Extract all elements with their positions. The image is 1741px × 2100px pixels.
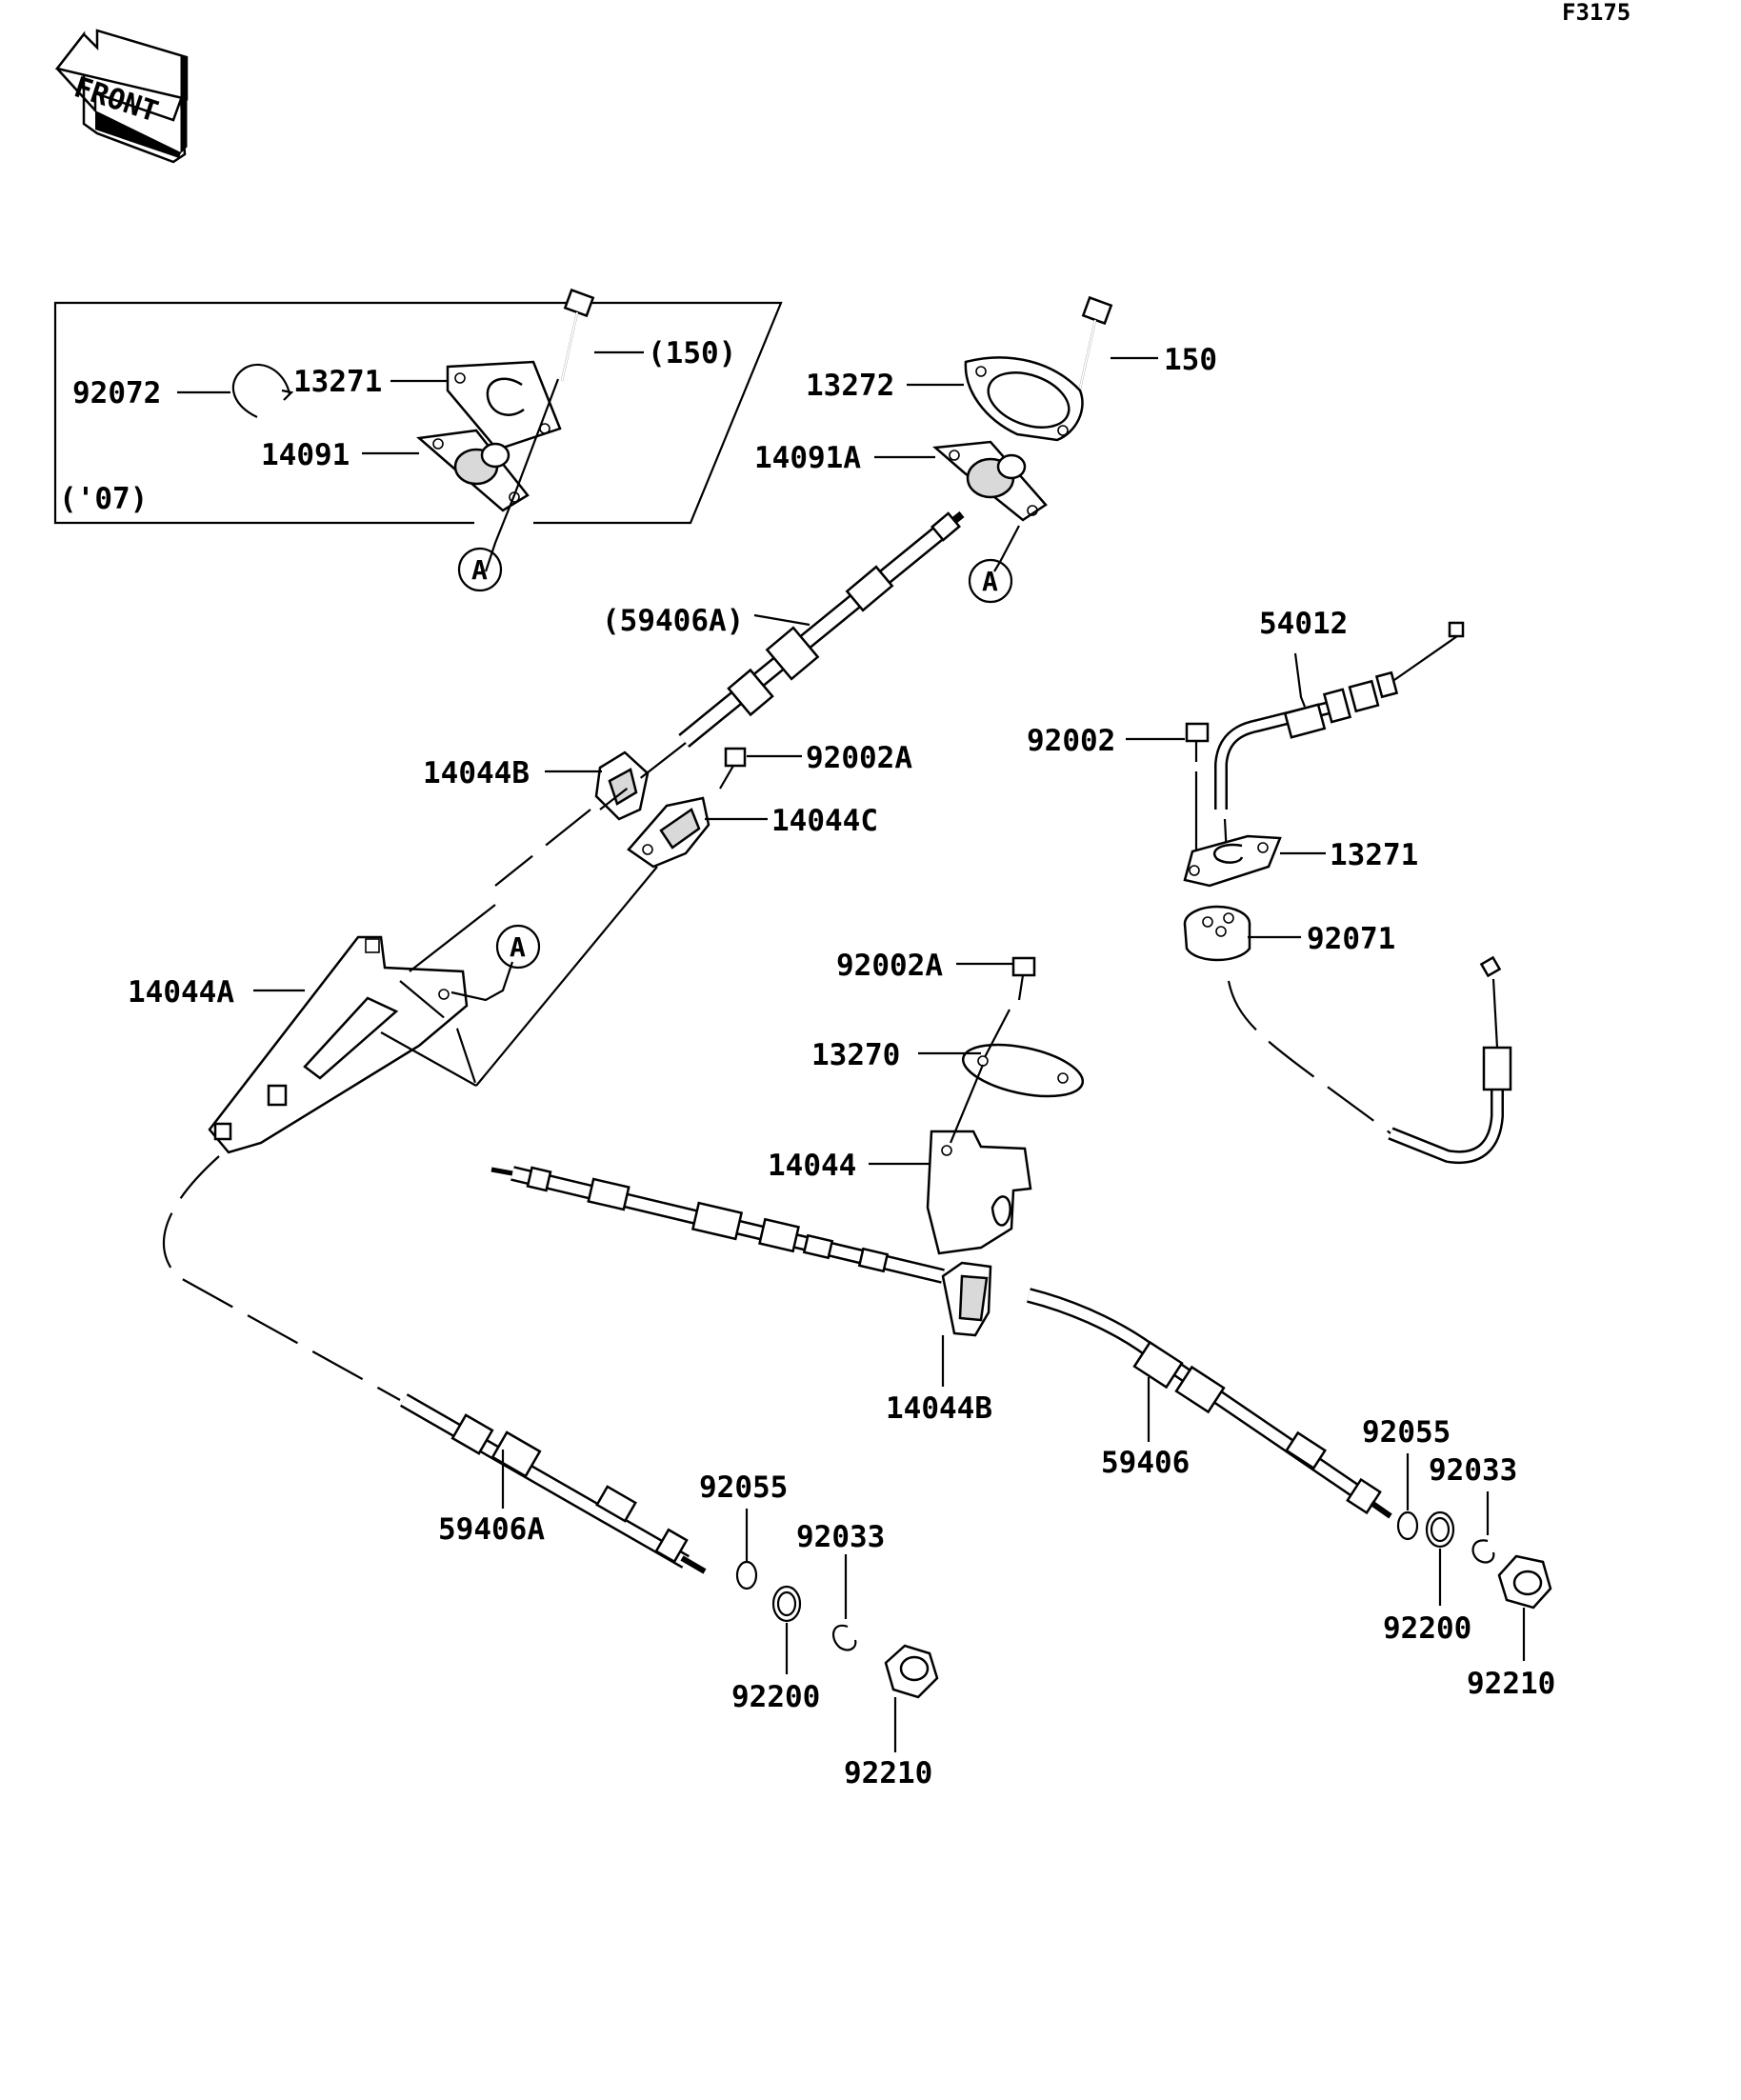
nut-92210-left-icon [884, 1644, 939, 1699]
washer-92200-left-icon [771, 1585, 802, 1623]
label-14044A: 14044A [128, 975, 234, 1010]
front-arrow-icon: FRONT [54, 29, 189, 164]
lock-washer-92033-right-icon [1471, 1539, 1495, 1564]
label-92072: 92072 [72, 376, 161, 410]
bolt-92002A-upper-icon [719, 747, 747, 790]
plate-13270-icon [961, 1043, 1085, 1098]
leader-main-a [993, 525, 1020, 572]
cable-54012-end-icon [1388, 955, 1512, 1165]
washer-92200-right-icon [1425, 1510, 1455, 1549]
label-14044B-lower: 14044B [886, 1391, 992, 1426]
clamp-14044B-lower-icon [941, 1261, 992, 1337]
label-14044B-upper: 14044B [423, 756, 530, 790]
label-13270: 13270 [811, 1038, 900, 1072]
bolt-150-inset-icon [560, 288, 595, 382]
bolt-92002-icon [1185, 722, 1210, 762]
label-92002A-lower: 92002A [836, 949, 943, 983]
leader-lines [177, 350, 1526, 1752]
seal-14091-icon [416, 429, 530, 512]
route-choke [1227, 980, 1391, 1134]
route-line-7 [162, 1155, 401, 1401]
ref-circle-a-2: A [968, 558, 1013, 604]
route-line-4 [494, 809, 591, 887]
nut-92210-right-icon [1497, 1554, 1552, 1610]
cable-59406A-upper-icon [678, 510, 965, 748]
route-line-3 [380, 1031, 477, 1087]
route-line-5 [409, 904, 496, 972]
label-59406A-lower: 59406A [438, 1512, 545, 1547]
inset-year-label: ('07) [59, 482, 148, 516]
leader-inset-a [484, 378, 560, 572]
plate-13271-choke-icon [1183, 834, 1282, 888]
ref-circle-a-1: A [457, 547, 503, 592]
route-line-1 [399, 980, 478, 1087]
svg-text:A: A [982, 566, 998, 597]
snap-ring-92072-icon [231, 363, 294, 418]
plate-13272-icon [964, 356, 1084, 442]
bolt-150-icon [1078, 295, 1113, 390]
label-92002: 92002 [1027, 724, 1115, 758]
label-13272: 13272 [806, 369, 894, 403]
label-14044: 14044 [768, 1149, 856, 1183]
label-92071: 92071 [1307, 922, 1395, 956]
bolt-92002A-lower-icon [1011, 956, 1036, 1001]
ref-circle-a-3: A [495, 924, 541, 970]
label-92210-left: 92210 [844, 1756, 932, 1790]
label-92002A-upper: 92002A [806, 741, 912, 775]
grommet-92071-icon [1183, 905, 1251, 962]
label-13271-inset: 13271 [293, 365, 382, 399]
seal-14091A-icon [931, 440, 1048, 522]
cable-54012-icon [1214, 621, 1465, 810]
o-ring-92055-right-icon [1396, 1510, 1419, 1541]
label-14091: 14091 [261, 438, 350, 472]
label-54012: 54012 [1259, 607, 1348, 641]
label-92033-right: 92033 [1429, 1453, 1517, 1488]
label-92033-left: 92033 [796, 1520, 885, 1554]
label-59406: 59406 [1101, 1446, 1190, 1480]
cable-59406-main-icon [490, 1166, 1392, 1519]
bracket-14044-icon [926, 1130, 1032, 1255]
bracket-14044A-icon [208, 935, 469, 1154]
route-line-2 [475, 866, 658, 1087]
label-13271-choke: 13271 [1330, 838, 1418, 872]
label-92210-right: 92210 [1467, 1667, 1555, 1701]
label-92055-right: 92055 [1362, 1415, 1451, 1450]
leader-bracket-a [450, 961, 514, 1002]
clamp-14044B-upper-icon [594, 750, 650, 821]
leader-plate-lower [949, 1064, 985, 1144]
cable-59406A-lower-icon [400, 1393, 707, 1574]
label-150-inset: (150) [648, 336, 736, 370]
label-92055-left: 92055 [699, 1470, 788, 1505]
label-92200-right: 92200 [1383, 1611, 1471, 1646]
lock-washer-92033-left-icon [831, 1624, 857, 1651]
svg-text:A: A [471, 554, 488, 586]
label-150: 150 [1164, 343, 1217, 377]
inset-box-07: ('07) [53, 301, 783, 526]
label-59406A-upper: (59406A) [602, 604, 744, 638]
o-ring-92055-left-icon [735, 1560, 758, 1590]
sheet-ref: F3175 [1562, 0, 1631, 26]
label-14091A: 14091A [754, 441, 861, 475]
bracket-14044C-icon [627, 796, 710, 869]
leader-bolt-lower [984, 1009, 1011, 1058]
label-14044C: 14044C [771, 804, 878, 838]
route-line-6 [599, 742, 687, 810]
svg-text:A: A [510, 931, 526, 963]
plate-13271-icon [446, 360, 562, 451]
label-92200-left: 92200 [731, 1680, 820, 1714]
